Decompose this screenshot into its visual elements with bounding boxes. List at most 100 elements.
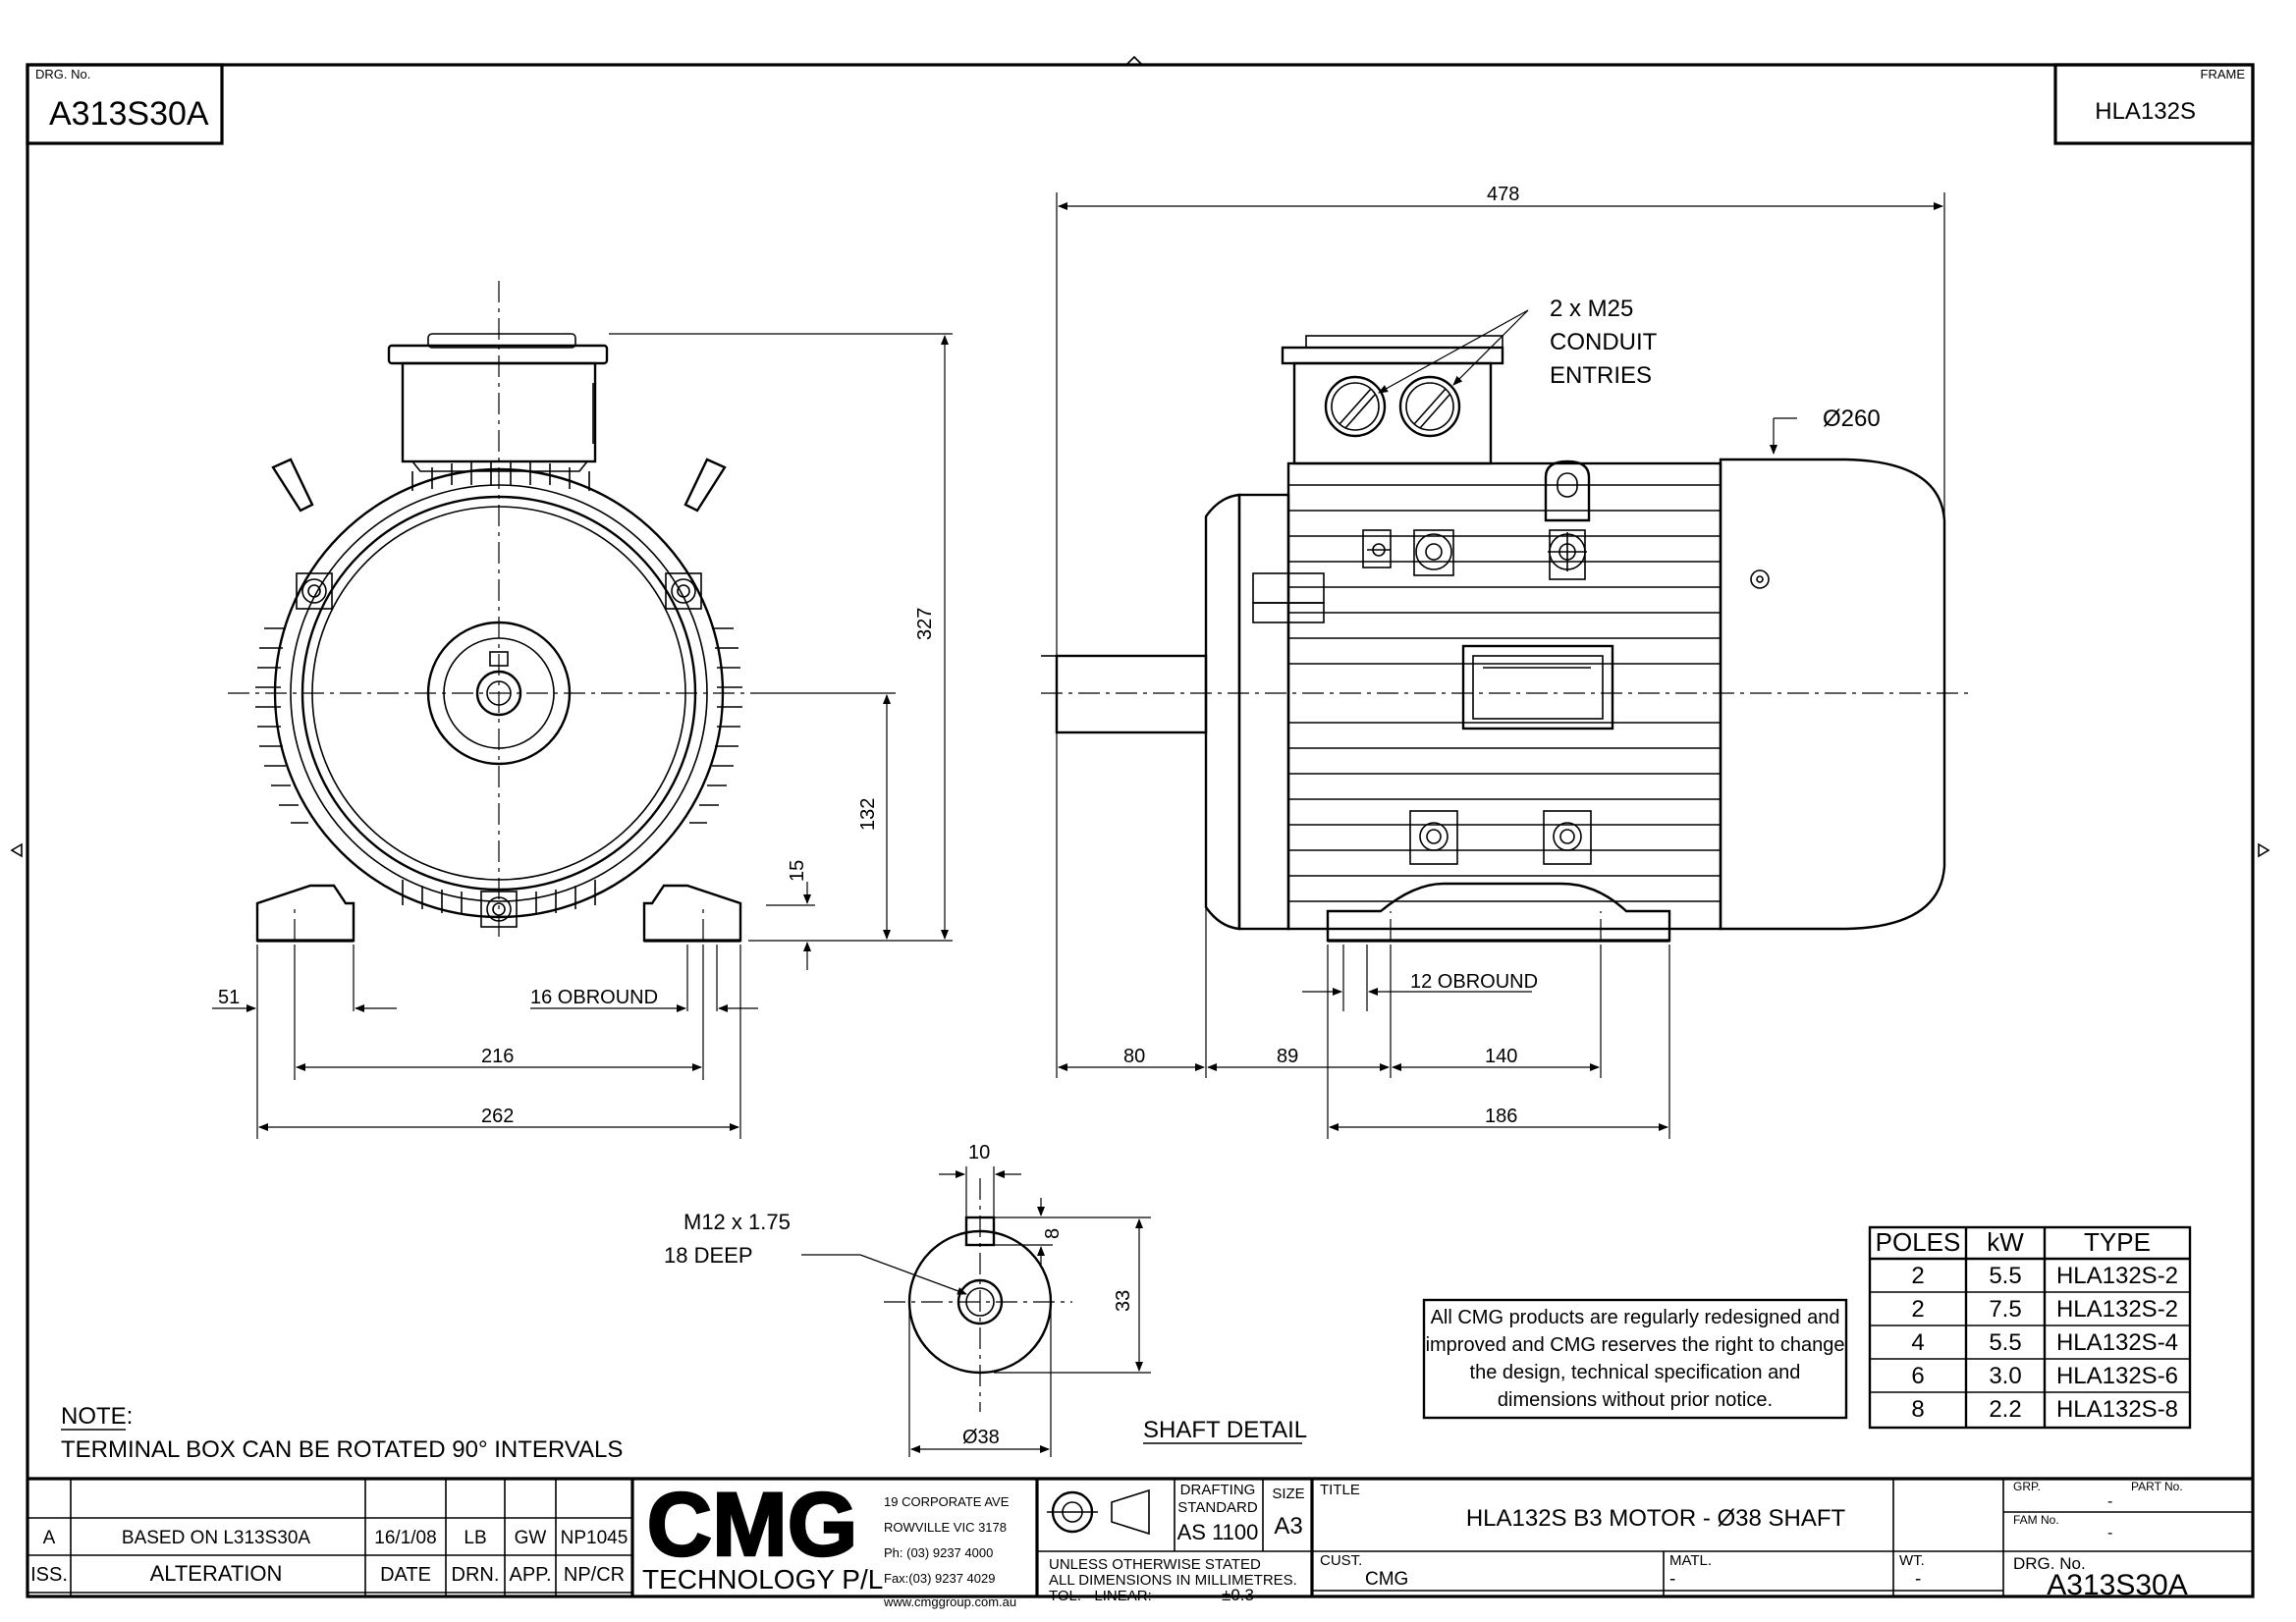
table-cell: 4	[1911, 1329, 1924, 1356]
thread-label-1: M12 x 1.75	[683, 1210, 791, 1234]
rev-header-npcr: NP/CR	[564, 1564, 625, 1586]
dim-132: 132	[857, 798, 879, 831]
tol-linear-value: ±0.3	[1222, 1586, 1254, 1604]
grp-value: -	[2107, 1493, 2112, 1510]
frame-value: HLA132S	[2095, 98, 2196, 125]
table-cell: HLA132S-2	[2056, 1296, 2178, 1323]
wt-value: -	[1915, 1569, 1921, 1590]
table-cell: 2	[1911, 1263, 1924, 1289]
drawing-number-box: DRG. No. A313S30A	[26, 63, 224, 145]
company-logo: CMG	[647, 1475, 858, 1575]
shaft-dim-10: 10	[968, 1142, 990, 1163]
rev-header-date: DATE	[380, 1564, 431, 1586]
rev-cell: GW	[515, 1528, 547, 1548]
table-header-type: TYPE	[2084, 1227, 2151, 1257]
table-header-poles: POLES	[1876, 1227, 1961, 1257]
disclaimer-line-1: All CMG products are regularly redesigne…	[1431, 1307, 1840, 1328]
address-line: Fax:(03) 9237 4029	[884, 1571, 995, 1586]
rev-header-drn: DRN.	[452, 1564, 500, 1586]
dim-216: 216	[481, 1046, 514, 1067]
grp-label: GRP.	[2013, 1480, 2041, 1493]
note-text: TERMINAL BOX CAN BE ROTATED 90° INTERVAL…	[61, 1436, 623, 1463]
address-line: www.cmggroup.com.au	[883, 1595, 1016, 1609]
table-cell: 6	[1911, 1363, 1924, 1389]
conduit-label-1: 2 x M25	[1550, 296, 1633, 322]
frame-box: FRAME HLA132S	[2053, 63, 2255, 145]
standard-label-1: DRAFTING	[1180, 1482, 1256, 1498]
note-heading: NOTE:	[61, 1403, 133, 1430]
dim-140: 140	[1485, 1046, 1517, 1067]
drawing-title: HLA132S B3 MOTOR - Ø38 SHAFT	[1466, 1505, 1846, 1532]
address-line: 19 CORPORATE AVE	[884, 1494, 1010, 1509]
id-block: GRP. PART No. - FAM No. - DRG. No. A313S…	[2003, 1480, 2253, 1601]
rev-cell: A	[43, 1528, 56, 1548]
table-cell: 5.5	[1989, 1263, 2021, 1289]
disclaimer-box: All CMG products are regularly redesigne…	[1422, 1298, 1848, 1420]
frame-label: FRAME	[2201, 67, 2246, 81]
disclaimer-line-2: improved and CMG reserves the right to c…	[1426, 1334, 1845, 1356]
tol-line-1: UNLESS OTHERWISE STATED	[1049, 1556, 1261, 1573]
fam-value: -	[2107, 1525, 2112, 1541]
disclaimer-line-4: dimensions without prior notice.	[1498, 1389, 1773, 1411]
rev-header-app: APP.	[510, 1564, 552, 1586]
shaft-dim-33: 33	[1113, 1290, 1134, 1312]
drg-value: A313S30A	[2047, 1569, 2187, 1601]
front-view: 327 132 15 51 16 OBROUND 216 262	[212, 281, 953, 1139]
side-view: 478 2 x M25 CONDUIT ENTRIES Ø260 12 OBRO…	[1041, 184, 1974, 1139]
dia-260: Ø260	[1823, 406, 1881, 432]
cust-value: CMG	[1365, 1569, 1408, 1590]
size-label: SIZE	[1272, 1486, 1304, 1502]
address-line: Ph: (03) 9237 4000	[884, 1545, 993, 1560]
drawing-number-label: DRG. No.	[35, 67, 90, 81]
company-name: TECHNOLOGY P/L	[642, 1564, 883, 1595]
part-label: PART No.	[2131, 1480, 2183, 1493]
fam-label: FAM No.	[2013, 1513, 2059, 1527]
table-cell: 5.5	[1989, 1329, 2021, 1356]
table-header-kw: kW	[1987, 1227, 2024, 1257]
standard-block: DRAFTING STANDARD AS 1100 SIZE A3 UNLESS…	[1037, 1479, 1314, 1604]
dim-51: 51	[218, 987, 240, 1008]
drawing-number: A313S30A	[49, 95, 209, 133]
rev-header-alteration: ALTERATION	[150, 1561, 283, 1586]
dim-262: 262	[481, 1106, 514, 1127]
rev-cell: NP1045	[561, 1528, 629, 1548]
table-cell: 2	[1911, 1296, 1924, 1323]
matl-label: MATL.	[1669, 1552, 1712, 1569]
title-block: ISS. ALTERATION DATE DRN. APP. NP/CR A B…	[27, 1474, 2253, 1609]
type-table: POLES kW TYPE 2 5.5 HLA132S-2 2 7.5 HLA1…	[1868, 1225, 2192, 1430]
shaft-detail-title: SHAFT DETAIL	[1143, 1417, 1307, 1443]
company-block: CMG TECHNOLOGY P/L 19 CORPORATE AVE ROWV…	[642, 1474, 1039, 1609]
conduit-label-2: CONDUIT	[1550, 329, 1658, 355]
table-cell: 2.2	[1989, 1396, 2021, 1423]
table-cell: 3.0	[1989, 1363, 2021, 1389]
table-cell: HLA132S-8	[2056, 1396, 2178, 1423]
drg-label: DRG. No.	[2013, 1554, 2086, 1573]
shaft-dia-38: Ø38	[962, 1427, 1000, 1448]
address-line: ROWVILLE VIC 3178	[884, 1520, 1007, 1535]
table-cell: 8	[1911, 1396, 1924, 1423]
rev-header-iss: ISS.	[30, 1564, 68, 1586]
table-cell: HLA132S-6	[2056, 1363, 2178, 1389]
tol-line-2: ALL DIMENSIONS IN MILLIMETRES.	[1049, 1572, 1297, 1589]
title-label: TITLE	[1320, 1482, 1360, 1498]
standard-value: AS 1100	[1177, 1520, 1259, 1544]
dim-478: 478	[1487, 184, 1519, 205]
shaft-detail: 10 8 33 Ø38 M12 x 1.75 18 DEEP SHAFT DET…	[664, 1142, 1307, 1457]
shaft-dim-8: 8	[1042, 1228, 1064, 1239]
matl-value: -	[1669, 1569, 1675, 1590]
dim-15: 15	[787, 860, 808, 882]
wt-label: WT.	[1899, 1552, 1925, 1569]
table-cell: HLA132S-2	[2056, 1263, 2178, 1289]
rev-cell: 16/1/08	[374, 1528, 436, 1548]
disclaimer-line-3: the design, technical specification and	[1470, 1362, 1801, 1383]
tol-linear-label: TOL. - LINEAR:	[1049, 1588, 1152, 1604]
table-cell: HLA132S-4	[2056, 1329, 2178, 1356]
rev-cell: BASED ON L313S30A	[122, 1528, 311, 1548]
dim-186: 186	[1485, 1106, 1517, 1127]
sheet-border	[10, 55, 2270, 1598]
cust-label: CUST.	[1320, 1552, 1362, 1569]
revision-block: ISS. ALTERATION DATE DRN. APP. NP/CR A B…	[27, 1479, 634, 1596]
dim-80: 80	[1123, 1046, 1145, 1067]
obround-16: 16 OBROUND	[530, 987, 658, 1008]
